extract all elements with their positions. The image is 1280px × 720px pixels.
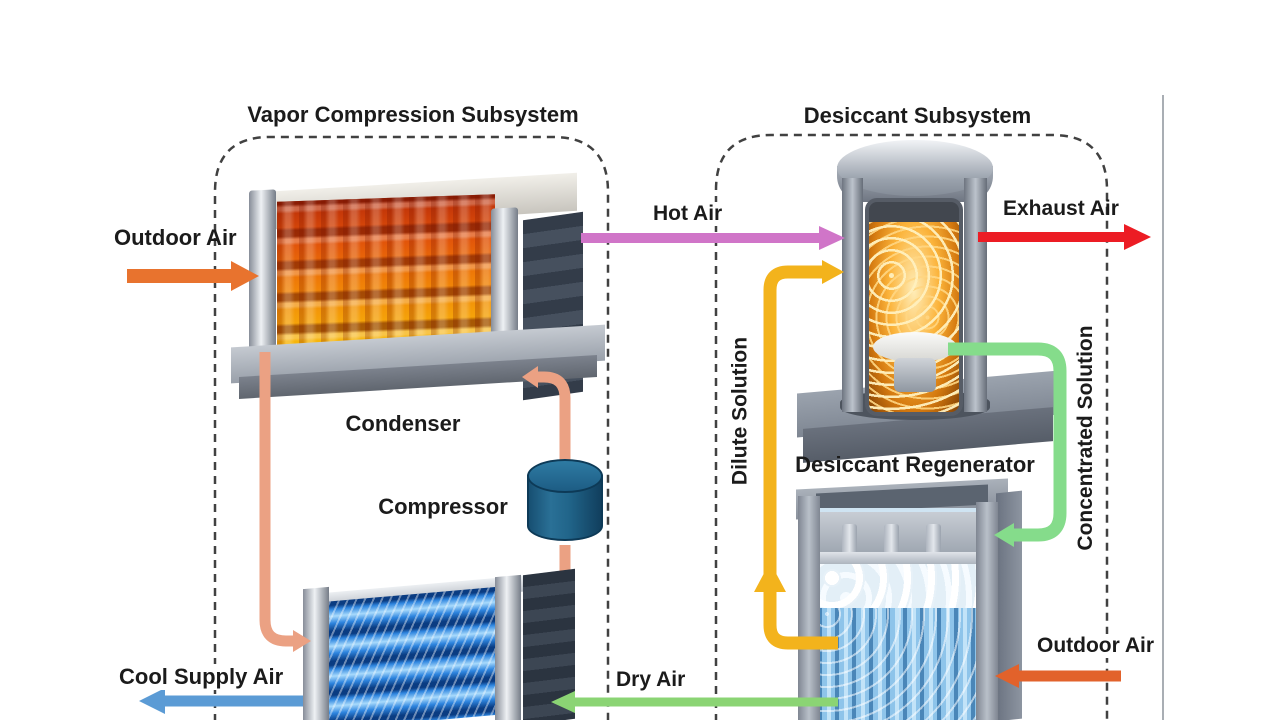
- sprayer-peg: [842, 524, 857, 554]
- dry-air-label: Dry Air: [616, 668, 686, 691]
- regenerator-right-wall: [976, 502, 998, 720]
- vapor-subsystem-title: Vapor Compression Subsystem: [247, 102, 579, 127]
- cool-supply-air-label: Cool Supply Air: [116, 664, 287, 690]
- desiccant-regenerator-label: Desiccant Regenerator: [795, 452, 1035, 477]
- sprayer-peg: [884, 524, 899, 554]
- refrigerant-pipe-condenser-to-evaporator: [259, 352, 311, 652]
- outdoor-air-right-label: Outdoor Air: [1034, 634, 1158, 658]
- dilute-solution-pipe: [754, 260, 844, 650]
- desiccant-subsystem-dashed-border: [714, 133, 1109, 720]
- concentrated-solution-pipe: [948, 342, 1067, 547]
- regenerator-sprayer-mechanism: [820, 512, 976, 558]
- compressor-cylinder: [527, 459, 603, 555]
- exhaust-air-arrow: [978, 224, 1151, 250]
- regenerator-desiccant-beads: [820, 608, 976, 720]
- hot-air-arrow: [581, 226, 845, 250]
- condenser-label: Condenser: [345, 411, 461, 436]
- cool-supply-air-arrow: [139, 688, 303, 714]
- dilute-solution-label: Dilute Solution: [728, 336, 752, 486]
- concentrated-solution-label: Concentrated Solution: [1074, 325, 1097, 551]
- vapor-subsystem-dashed-border: [213, 135, 610, 720]
- dry-air-arrow: [551, 691, 838, 713]
- outdoor-air-right-arrow: [995, 664, 1121, 688]
- vessel-left-pillar: [842, 178, 863, 412]
- vessel-inner-disk: [873, 332, 957, 362]
- refrigerant-pipe-compressor-to-condenser: [522, 366, 571, 464]
- vessel-glass-chamber: [865, 198, 963, 416]
- regenerator-left-wall: [798, 496, 820, 720]
- desiccant-heating-vessel: [795, 140, 1063, 463]
- compressor-label: Compressor: [378, 494, 508, 519]
- outdoor-air-left-label: Outdoor Air: [114, 225, 237, 250]
- compressor-top: [527, 459, 603, 493]
- desiccant-subsystem-title: Desiccant Subsystem: [803, 103, 1032, 128]
- desiccant-regenerator-unit: [788, 478, 1028, 720]
- regenerator-frost-zone: [820, 564, 976, 612]
- regenerator-interior: [820, 508, 976, 720]
- sprayer-peg: [926, 524, 941, 554]
- regenerator-spray-bar: [820, 552, 976, 565]
- outdoor-air-left-arrow: [127, 261, 259, 291]
- exhaust-air-label: Exhaust Air: [1003, 197, 1119, 220]
- vessel-pedestal: [894, 358, 936, 392]
- hot-air-label: Hot Air: [650, 202, 726, 226]
